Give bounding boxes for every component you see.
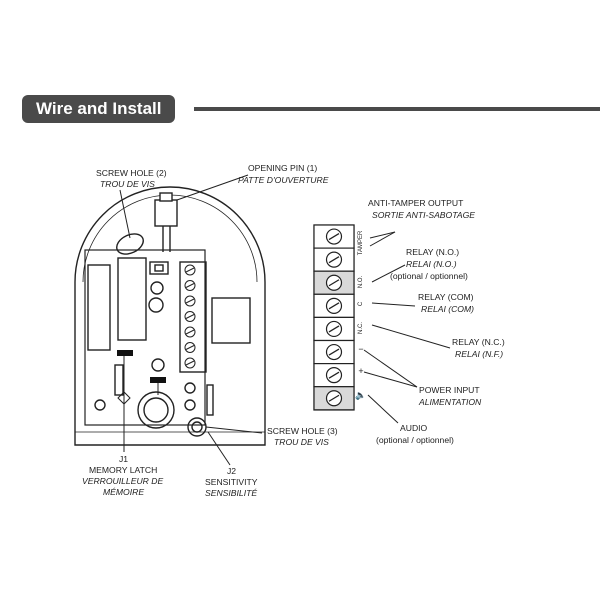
terminal-mark: − [358,344,363,354]
j2-jumper [150,377,166,383]
board-terminal-screw [184,295,196,307]
terminal-row [313,316,355,342]
board-screw-slot [185,298,195,304]
callout-audio: AUDIO (optional / optionnel) [376,423,454,445]
screw-hole-2-en: SCREW HOLE (2) [96,168,167,178]
anti-tamper-fr: SORTIE ANTI-SABOTAGE [372,210,475,220]
screw-slot [328,256,340,264]
terminal-row [313,363,355,388]
board-screw-slot [185,329,195,335]
section-header: Wire and Install [22,95,600,125]
callout-j1: J1 MEMORY LATCH VERROUILLEUR DE MÉMOIRE [82,454,163,497]
board-terminal-screw [184,326,196,338]
screw-slot [328,394,340,402]
relay-com-fr: RELAI (COM) [421,304,474,314]
board-terminal-screw [184,342,196,353]
board-screw-slot [185,345,195,350]
screw-slot [328,302,340,310]
j2-code: J2 [227,466,236,476]
terminal-mark: N.C. [358,322,364,334]
terminal-row [313,247,355,272]
j1-code: J1 [119,454,128,464]
callout-j2: J2 SENSITIVITY SENSIBILITÉ [205,466,258,498]
relay-no-fr: RELAI (N.O.) [406,259,457,269]
screw-slot [328,325,340,333]
screw-hole-3 [187,417,207,437]
anti-tamper-en: ANTI-TAMPER OUTPUT [368,198,464,208]
opening-pin-fr: PATTE D'OUVERTURE [238,175,329,185]
power-input-fr: ALIMENTATION [418,397,482,407]
relay-nc-fr: RELAI (N.F.) [455,349,503,359]
callout-opening-pin: OPENING PIN (1) PATTE D'OUVERTURE [238,163,329,185]
j2-fr: SENSIBILITÉ [205,488,257,498]
callout-relay-no: RELAY (N.O.) RELAI (N.O.) (optional / op… [390,247,468,281]
section-title: Wire and Install [22,95,176,123]
relay-no-en: RELAY (N.O.) [406,247,459,257]
terminal-mark: 🔈 [355,390,366,401]
j1-en: MEMORY LATCH [89,465,157,475]
terminal-mark: + [358,366,363,376]
terminal-row [313,339,355,365]
callout-screw-hole-2: SCREW HOLE (2) TROU DE VIS [96,168,167,189]
board-terminal-strip [179,261,207,373]
power-input-en: POWER INPUT [419,385,480,395]
circuit-board [84,249,206,426]
screw-hole-2 [116,233,144,255]
terminal-row [313,293,355,318]
j1-fr-1: VERROUILLEUR DE [82,476,163,486]
board-screw-slot [185,267,195,273]
pir-sensor [137,391,175,429]
terminal-mark: N.O. [358,276,364,289]
terminal-mark: C [358,301,364,306]
screw-slot [328,279,340,287]
j2-en: SENSITIVITY [205,477,258,487]
callout-screw-hole-3: SCREW HOLE (3) TROU DE VIS [267,426,338,447]
audio-note: (optional / optionnel) [376,435,454,445]
relay-nc-en: RELAY (N.C.) [452,337,505,347]
board-screw-slot [185,283,195,288]
terminal-row [313,224,355,249]
terminal-row [313,270,355,295]
callout-power-input: POWER INPUT ALIMENTATION [418,385,482,407]
callout-relay-nc: RELAY (N.C.) RELAI (N.F.) [452,337,505,359]
board-terminal-screw [184,280,196,291]
board-screw-slot [185,360,195,366]
j1-fr-2: MÉMOIRE [103,487,144,497]
screw-slot [328,232,340,241]
header-rule [194,107,600,111]
j1-jumper [117,350,133,356]
terminal-mark: TAMPER [358,230,364,255]
terminal-row [313,386,355,411]
opening-pin [154,199,178,227]
callout-anti-tamper: ANTI-TAMPER OUTPUT SORTIE ANTI-SABOTAGE [368,198,475,220]
screw-slot [328,371,340,379]
opening-pin-en: OPENING PIN (1) [248,163,317,173]
board-terminal-screw [184,357,196,369]
board-terminal-screw [184,264,196,276]
relay-com-en: RELAY (COM) [418,292,474,302]
callout-relay-com: RELAY (COM) RELAI (COM) [418,292,474,314]
board-screw-slot [185,314,195,319]
screw-slot [328,348,340,356]
screw-hole-3-en: SCREW HOLE (3) [267,426,338,436]
relay-no-note: (optional / optionnel) [390,271,468,281]
screw-hole-3-fr: TROU DE VIS [274,437,329,447]
detector-housing [74,186,266,446]
audio-en: AUDIO [400,423,428,433]
screw-hole-2-fr: TROU DE VIS [100,179,155,189]
board-terminal-screw [184,311,196,322]
relay-block [211,297,251,344]
